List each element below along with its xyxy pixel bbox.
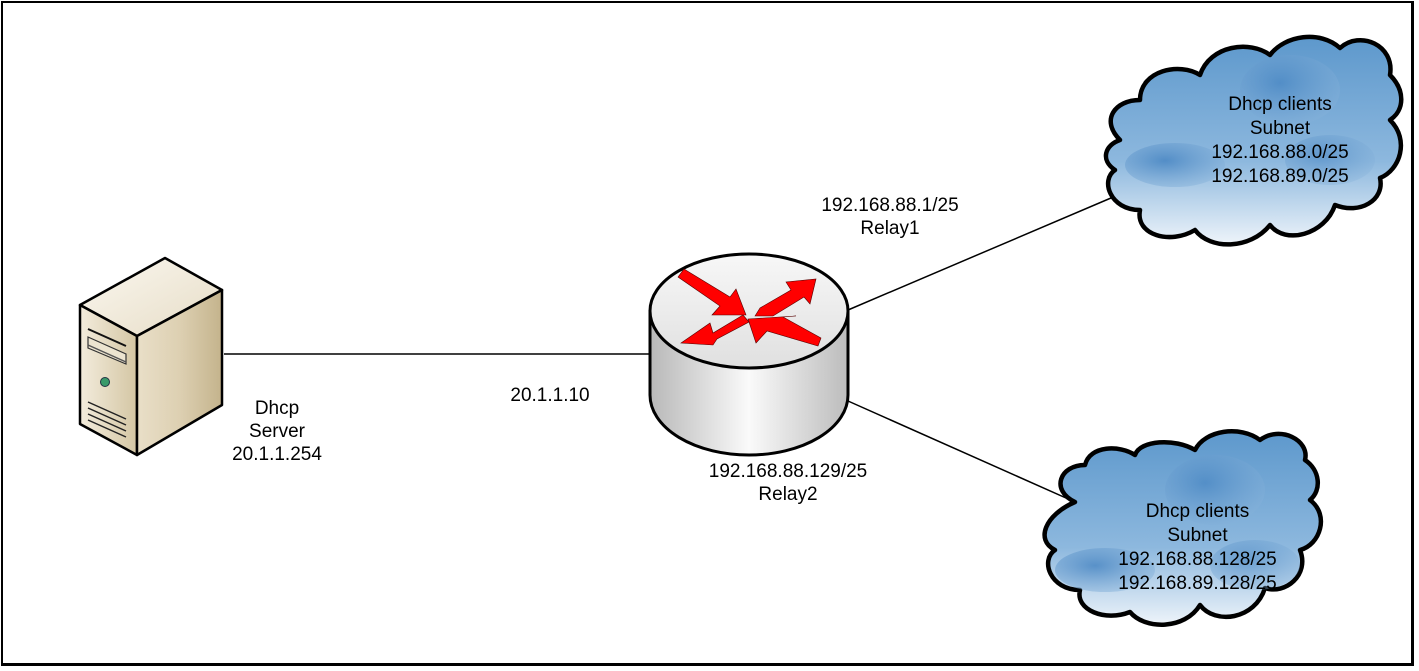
relay1-name: Relay1 <box>860 218 920 239</box>
relay2-name: Relay2 <box>758 484 818 505</box>
relay1-ip: 192.168.88.1/25 <box>821 195 959 216</box>
cloud1-line-3: 192.168.88.0/25 <box>1211 142 1349 163</box>
router-icon[interactable] <box>648 252 850 457</box>
link-router-cloud1 <box>847 194 1119 311</box>
cloud1-label: Dhcp clients Subnet 192.168.88.0/25 192.… <box>1180 93 1380 189</box>
cloud1-line-4: 192.168.89.0/25 <box>1211 166 1349 187</box>
router-server-interface-ip: 20.1.1.10 <box>510 385 590 406</box>
cloud1-line-1: Dhcp clients <box>1228 94 1332 115</box>
cloud1-line-2: Subnet <box>1249 118 1311 139</box>
links <box>224 194 1119 503</box>
router-arrows-icon <box>677 268 822 347</box>
relay2-label: 192.168.88.129/25 Relay2 <box>688 460 888 506</box>
server-tower-icon[interactable] <box>78 256 224 457</box>
cloud2-line-3: 192.168.88.128/25 <box>1118 549 1277 570</box>
cloud-icon-1[interactable] <box>1103 34 1404 247</box>
router-server-interface-label: 20.1.1.10 <box>495 384 605 407</box>
cloud2-line-1: Dhcp clients <box>1145 501 1250 522</box>
server-label-line-2: Server <box>249 421 305 442</box>
server-label-line-1: Dhcp <box>254 398 300 419</box>
cloud2-label: Dhcp clients Subnet 192.168.88.128/25 19… <box>1095 500 1300 596</box>
cloud2-line-4: 192.168.89.128/25 <box>1118 573 1277 594</box>
server-label-line-3: 20.1.1.254 <box>232 444 322 465</box>
server-label: Dhcp Server 20.1.1.254 <box>222 397 332 466</box>
cloud-icon-2[interactable] <box>1042 429 1323 627</box>
relay1-label: 192.168.88.1/25 Relay1 <box>800 194 980 240</box>
cloud2-line-2: Subnet <box>1167 525 1228 546</box>
link-router-cloud2 <box>847 400 1076 503</box>
relay2-ip: 192.168.88.129/25 <box>708 461 868 482</box>
